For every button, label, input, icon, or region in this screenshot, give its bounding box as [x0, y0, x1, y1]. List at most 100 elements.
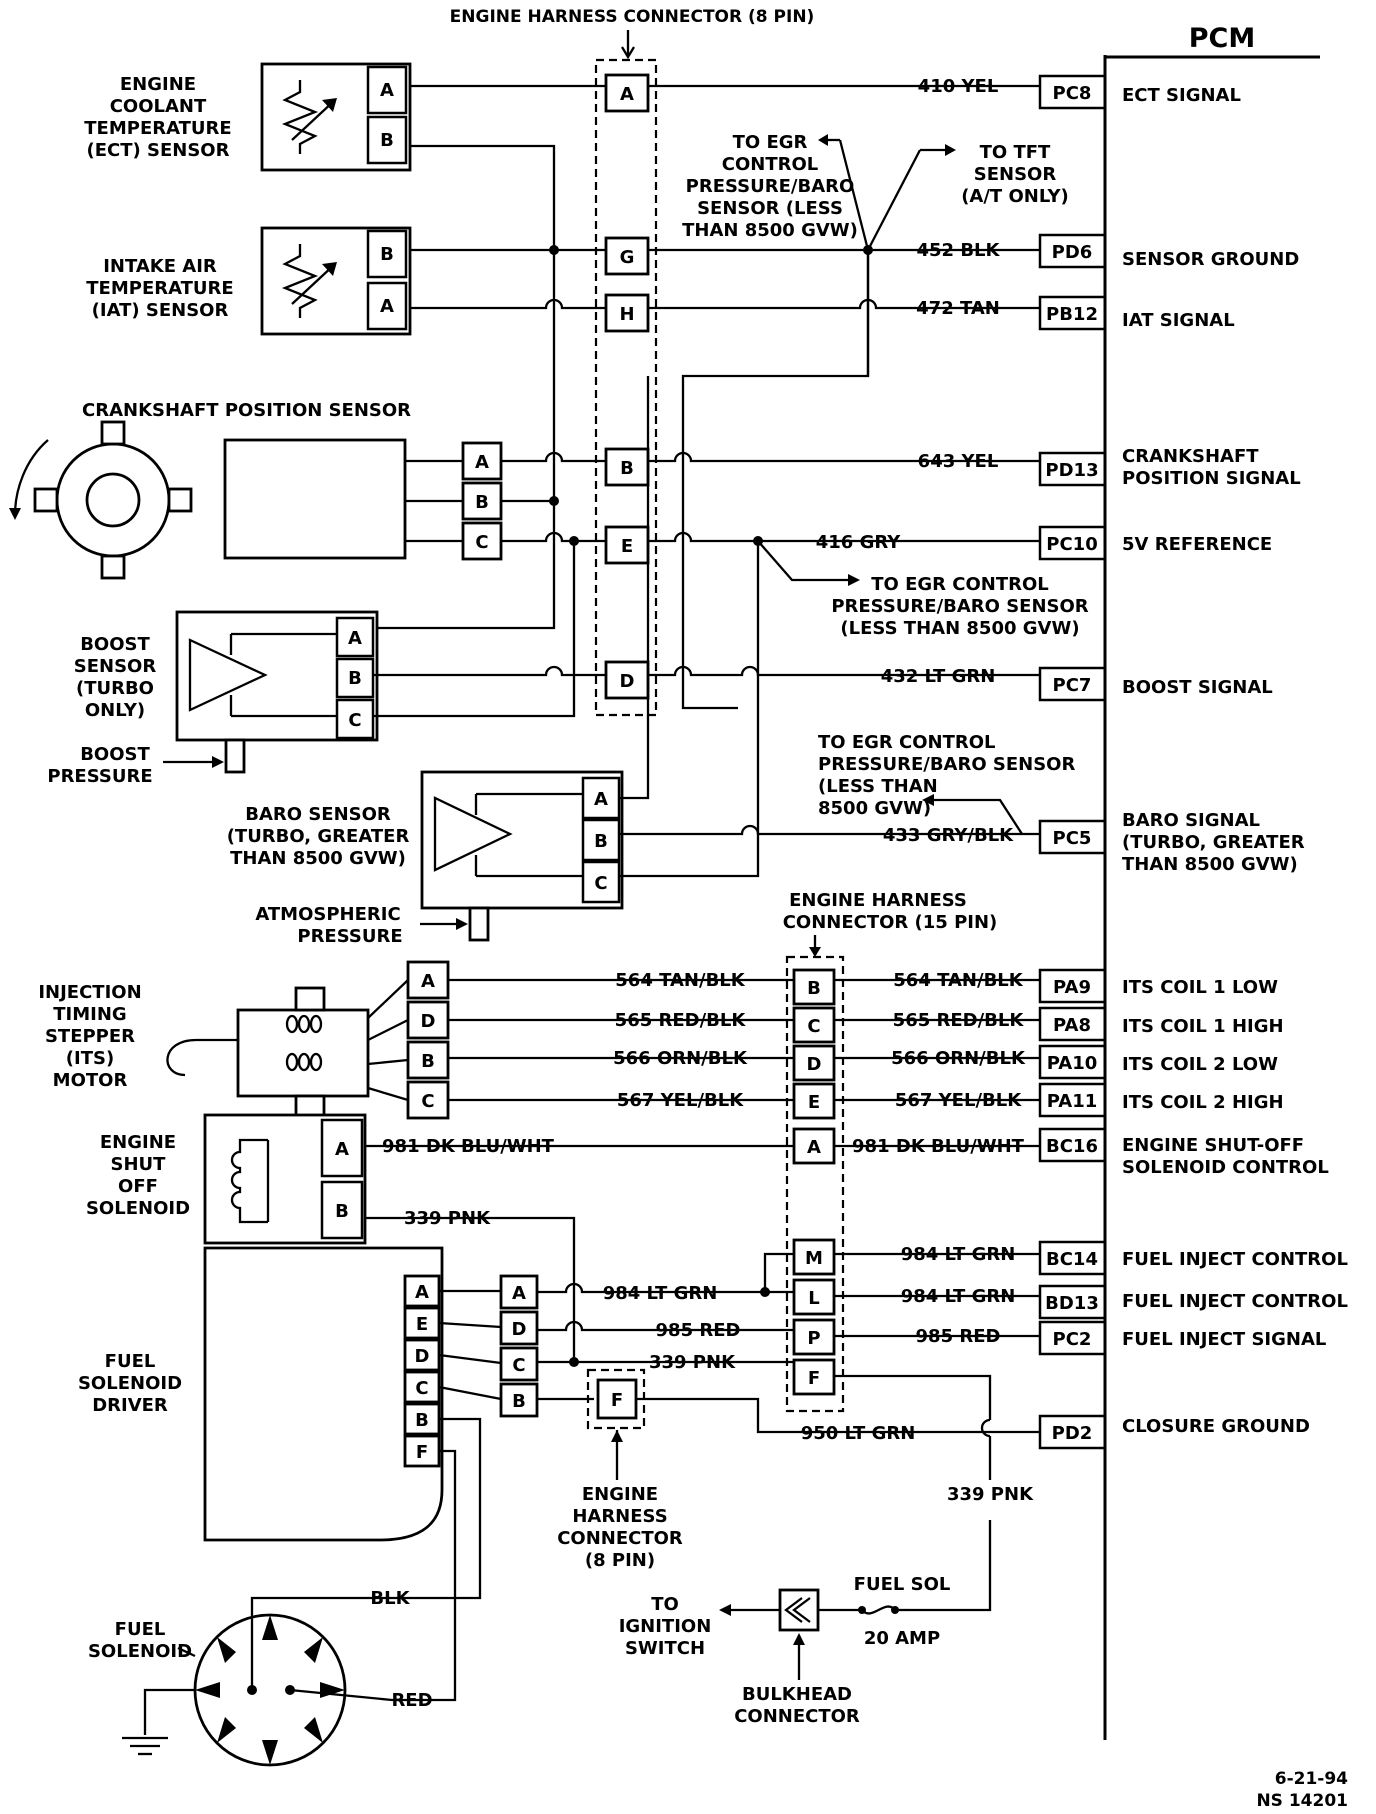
svg-text:B: B — [807, 978, 821, 999]
baro-sensor: BARO SENSOR (TURBO, GREATER THAN 8500 GV… — [227, 770, 624, 947]
svg-text:CONNECTOR: CONNECTOR — [734, 1706, 860, 1727]
svg-text:INTAKE AIR: INTAKE AIR — [103, 256, 217, 277]
svg-text:C: C — [475, 532, 488, 553]
svg-text:TO EGR CONTROL: TO EGR CONTROL — [818, 732, 996, 753]
svg-text:COOLANT: COOLANT — [110, 96, 207, 117]
svg-text:(TURBO, GREATER: (TURBO, GREATER — [227, 826, 410, 847]
svg-text:CONTROL: CONTROL — [722, 154, 819, 175]
svg-text:PC2: PC2 — [1053, 1329, 1092, 1350]
pcm-signal-fuelinj-2: FUEL INJECT CONTROL — [1122, 1291, 1348, 1312]
pcm-signal-baro-2: (TURBO, GREATER — [1122, 832, 1305, 853]
svg-text:FUEL SOL: FUEL SOL — [854, 1574, 951, 1595]
svg-text:PC8: PC8 — [1053, 83, 1092, 104]
pcm-pin-bc16: BC16 ENGINE SHUT-OFF SOLENOID CONTROL — [1038, 1127, 1329, 1178]
pcm-signal-fuelinj-sig: FUEL INJECT SIGNAL — [1122, 1329, 1326, 1350]
svg-text:ENGINE: ENGINE — [582, 1484, 658, 1505]
bulkhead-and-fuse: FUEL SOL 20 AMP TO IGNITION SWITCH BULKH… — [619, 1574, 951, 1727]
svg-text:981 DK BLU/WHT: 981 DK BLU/WHT — [382, 1136, 555, 1157]
pcm-pin-bd13: BD13 FUEL INJECT CONTROL — [1038, 1284, 1348, 1320]
boost-sensor: BOOST SENSOR (TURBO ONLY) A B C BOOST PR… — [47, 610, 379, 787]
svg-text:ATMOSPHERIC: ATMOSPHERIC — [255, 904, 400, 925]
figure-footer: 6-21-94 NS 14201 — [1256, 1769, 1348, 1811]
svg-text:B: B — [380, 130, 394, 151]
fuel-solenoid-driver: FUEL SOLENOID DRIVER A E D C B F A D C B — [78, 1246, 539, 1542]
svg-text:ENGINE HARNESS: ENGINE HARNESS — [789, 890, 967, 911]
svg-text:A: A — [475, 452, 489, 473]
ect-sensor: ENGINE COOLANT TEMPERATURE (ECT) SENSOR … — [84, 62, 412, 172]
svg-text:984 LT GRN: 984 LT GRN — [603, 1283, 718, 1304]
svg-text:565 RED/BLK: 565 RED/BLK — [893, 1010, 1025, 1031]
svg-text:TEMPERATURE: TEMPERATURE — [84, 118, 231, 139]
svg-text:339 PNK: 339 PNK — [404, 1208, 491, 1229]
svg-text:PRESSURE: PRESSURE — [297, 926, 402, 947]
svg-text:BC16: BC16 — [1046, 1136, 1098, 1157]
svg-text:OFF: OFF — [118, 1176, 158, 1197]
svg-text:HARNESS: HARNESS — [572, 1506, 667, 1527]
svg-text:ENGINE HARNESS CONNECTOR (8 PI: ENGINE HARNESS CONNECTOR (8 PIN) — [450, 7, 815, 27]
pcm-pin-pc10: PC10 5V REFERENCE — [1038, 525, 1272, 561]
pcm-signal-its-1low: ITS COIL 1 LOW — [1122, 977, 1278, 998]
svg-text:A: A — [380, 296, 394, 317]
svg-text:B: B — [594, 831, 608, 852]
svg-text:433 GRY/BLK: 433 GRY/BLK — [883, 825, 1014, 846]
svg-text:950 LT GRN: 950 LT GRN — [801, 1423, 916, 1444]
svg-text:432 LT GRN: 432 LT GRN — [881, 666, 996, 687]
svg-text:410 YEL: 410 YEL — [918, 76, 999, 97]
pcm-pin-pd2: PD2 CLOSURE GROUND — [1038, 1414, 1310, 1450]
svg-text:DRIVER: DRIVER — [92, 1395, 168, 1416]
svg-text:B: B — [415, 1410, 429, 1431]
svg-text:PA9: PA9 — [1053, 977, 1091, 998]
footer-code: NS 14201 — [1256, 1791, 1348, 1811]
svg-text:(8 PIN): (8 PIN) — [585, 1550, 655, 1571]
svg-text:SWITCH: SWITCH — [625, 1638, 705, 1659]
svg-text:TO TFT: TO TFT — [980, 142, 1051, 163]
harness-connector-8pin-bottom: ENGINE HARNESS CONNECTOR (8 PIN) — [557, 1430, 683, 1571]
pcm-signal-shutoff-1: ENGINE SHUT-OFF — [1122, 1135, 1304, 1156]
svg-text:THAN 8500 GVW): THAN 8500 GVW) — [682, 220, 858, 241]
pcm-signal-baro-3: THAN 8500 GVW) — [1122, 854, 1298, 875]
pcm-signal-closure-ground: CLOSURE GROUND — [1122, 1416, 1310, 1437]
svg-text:CRANKSHAFT POSITION SENSOR: CRANKSHAFT POSITION SENSOR — [82, 400, 411, 421]
svg-text:F: F — [808, 1368, 820, 1389]
svg-text:TO EGR CONTROL: TO EGR CONTROL — [871, 574, 1049, 595]
svg-text:(A/T ONLY): (A/T ONLY) — [961, 186, 1069, 207]
svg-text:564 TAN/BLK: 564 TAN/BLK — [615, 970, 745, 991]
egr-note-baro: TO EGR CONTROL PRESSURE/BARO SENSOR (LES… — [818, 732, 1075, 819]
svg-text:A: A — [807, 1137, 821, 1158]
svg-text:TEMPERATURE: TEMPERATURE — [86, 278, 233, 299]
harness-connector-8pin-top: ENGINE HARNESS CONNECTOR (8 PIN) A G H B… — [450, 7, 815, 717]
svg-text:472 TAN: 472 TAN — [916, 298, 1000, 319]
svg-text:A: A — [415, 1282, 429, 1303]
svg-text:MOTOR: MOTOR — [53, 1070, 128, 1091]
pcm-signal-baro-1: BARO SIGNAL — [1122, 810, 1260, 831]
svg-text:D: D — [807, 1054, 822, 1075]
fuel-solenoid: FUEL SOLENOID — [88, 1596, 393, 1767]
svg-text:A: A — [380, 80, 394, 101]
svg-text:SENSOR (LESS: SENSOR (LESS — [697, 198, 843, 219]
svg-text:D: D — [421, 1011, 436, 1032]
svg-text:TIMING: TIMING — [53, 1004, 126, 1025]
svg-text:C: C — [348, 710, 361, 731]
pcm-signal-ect: ECT SIGNAL — [1122, 85, 1241, 106]
svg-text:PB12: PB12 — [1046, 304, 1098, 325]
svg-text:RED: RED — [391, 1690, 432, 1711]
svg-text:A: A — [421, 971, 435, 992]
svg-text:985 RED: 985 RED — [656, 1320, 741, 1341]
svg-text:ENGINE: ENGINE — [100, 1132, 176, 1153]
svg-text:D: D — [512, 1319, 527, 1340]
svg-text:339 PNK: 339 PNK — [649, 1352, 736, 1373]
svg-text:PA11: PA11 — [1047, 1091, 1098, 1112]
svg-text:F: F — [416, 1442, 428, 1463]
svg-text:PD6: PD6 — [1052, 242, 1093, 263]
pcm-signal-5v: 5V REFERENCE — [1122, 534, 1272, 555]
svg-text:BC14: BC14 — [1046, 1249, 1098, 1270]
svg-text:PRESSURE: PRESSURE — [47, 766, 152, 787]
pcm-signal-its-1high: ITS COIL 1 HIGH — [1122, 1016, 1284, 1037]
pcm-pin-pa8: PA8 ITS COIL 1 HIGH — [1038, 1006, 1284, 1042]
pcm-pin-pc2: PC2 FUEL INJECT SIGNAL — [1038, 1320, 1326, 1356]
svg-text:985 RED: 985 RED — [916, 1326, 1001, 1347]
svg-text:564 TAN/BLK: 564 TAN/BLK — [893, 970, 1023, 991]
crankshaft-position-sensor: CRANKSHAFT POSITION SENSOR A B C — [9, 400, 503, 580]
iat-sensor: INTAKE AIR TEMPERATURE (IAT) SENSOR B A — [86, 226, 412, 336]
